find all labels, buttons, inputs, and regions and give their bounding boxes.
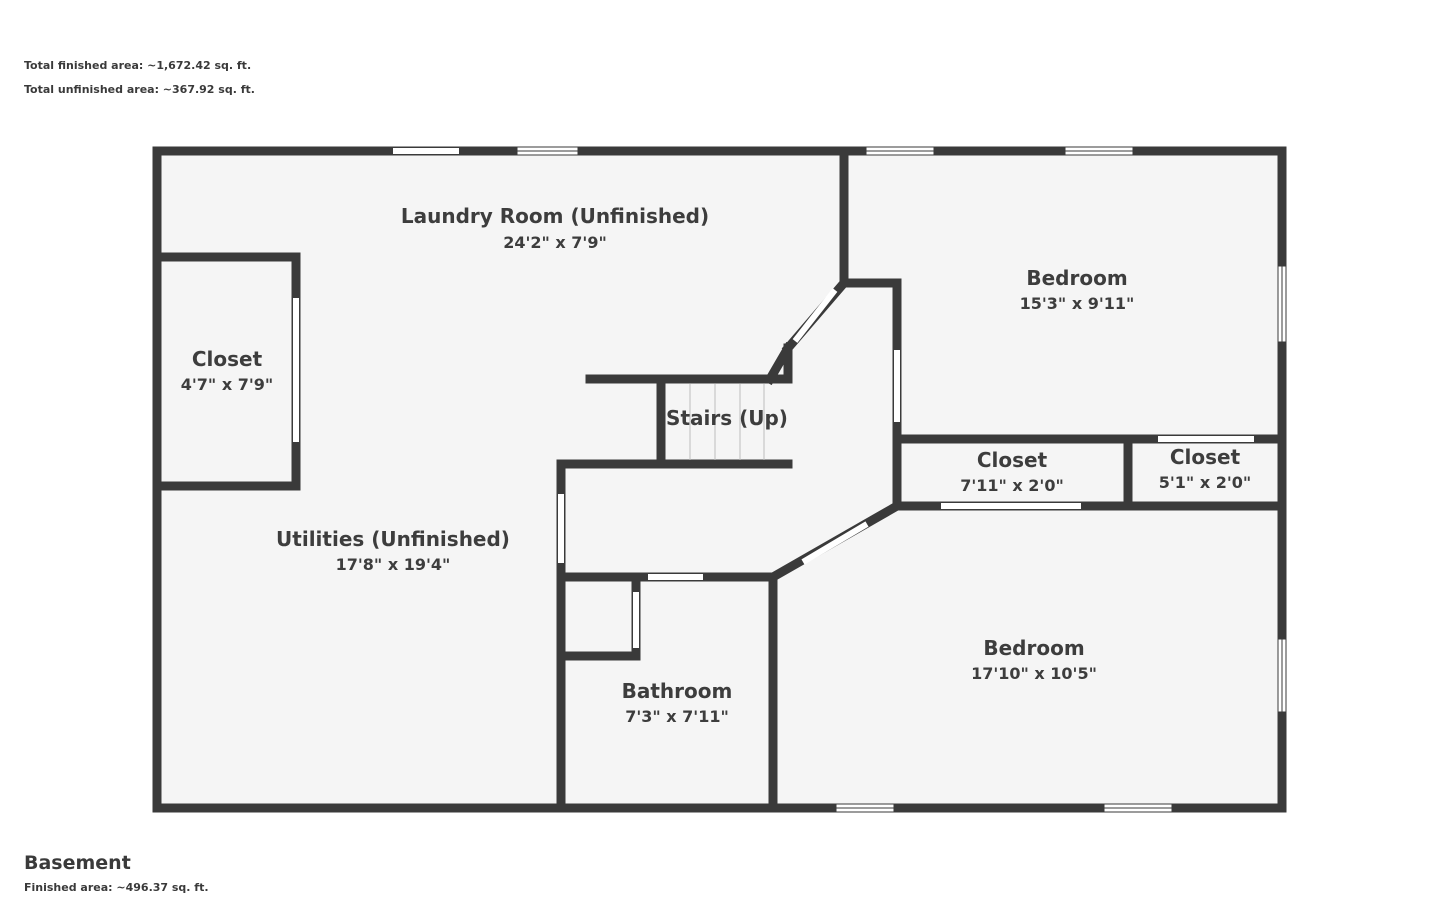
window-bedroom1-b xyxy=(1064,146,1134,156)
door-stairs-diagonal xyxy=(792,288,838,343)
window-bedroom2-bottom-b xyxy=(1103,803,1173,813)
room-bedroom2-name: Bedroom xyxy=(983,636,1084,660)
room-closet-east-name: Closet xyxy=(1170,445,1241,469)
room-bedroom1-dims: 15'3" x 9'11" xyxy=(1020,294,1135,313)
door-openings xyxy=(293,148,1254,648)
total-unfinished-area: Total unfinished area: ~367.92 sq. ft. xyxy=(24,83,255,96)
room-stairs-name: Stairs (Up) xyxy=(666,406,788,430)
room-closet-west-name: Closet xyxy=(192,347,263,371)
room-bedroom2-dims: 17'10" x 10'5" xyxy=(971,664,1097,683)
exterior-wall xyxy=(152,146,1287,813)
windows xyxy=(516,146,1287,813)
floor-fill xyxy=(157,151,1282,808)
total-finished-area: Total finished area: ~1,672.42 sq. ft. xyxy=(24,59,252,72)
window-bedroom1-east xyxy=(1277,265,1287,343)
stair-treads xyxy=(689,384,765,460)
room-bedroom1-name: Bedroom xyxy=(1026,266,1127,290)
window-bedroom2-east xyxy=(1277,638,1287,713)
floor-name: Basement xyxy=(24,852,131,874)
room-closet-east-dims: 5'1" x 2'0" xyxy=(1159,473,1251,492)
room-closet-west-dims: 4'7" x 7'9" xyxy=(181,375,273,394)
window-bedroom1-a xyxy=(865,146,935,156)
room-laundry-dims: 24'2" x 7'9" xyxy=(503,233,607,252)
room-closet-middle-dims: 7'11" x 2'0" xyxy=(960,476,1064,495)
room-labels: Laundry Room (Unfinished) 24'2" x 7'9" C… xyxy=(181,204,1251,726)
floor-finished-area: Finished area: ~496.37 sq. ft. xyxy=(24,881,209,894)
room-laundry-name: Laundry Room (Unfinished) xyxy=(401,204,709,228)
window-laundry xyxy=(516,146,579,156)
room-closet-middle-name: Closet xyxy=(977,448,1048,472)
room-bathroom-dims: 7'3" x 7'11" xyxy=(625,707,729,726)
window-bedroom2-bottom-a xyxy=(835,803,895,813)
door-jambs xyxy=(291,146,1254,648)
room-utilities-name: Utilities (Unfinished) xyxy=(276,527,510,551)
room-bathroom-name: Bathroom xyxy=(622,679,733,703)
room-utilities-dims: 17'8" x 19'4" xyxy=(336,555,451,574)
door-bedroom2 xyxy=(801,521,869,565)
